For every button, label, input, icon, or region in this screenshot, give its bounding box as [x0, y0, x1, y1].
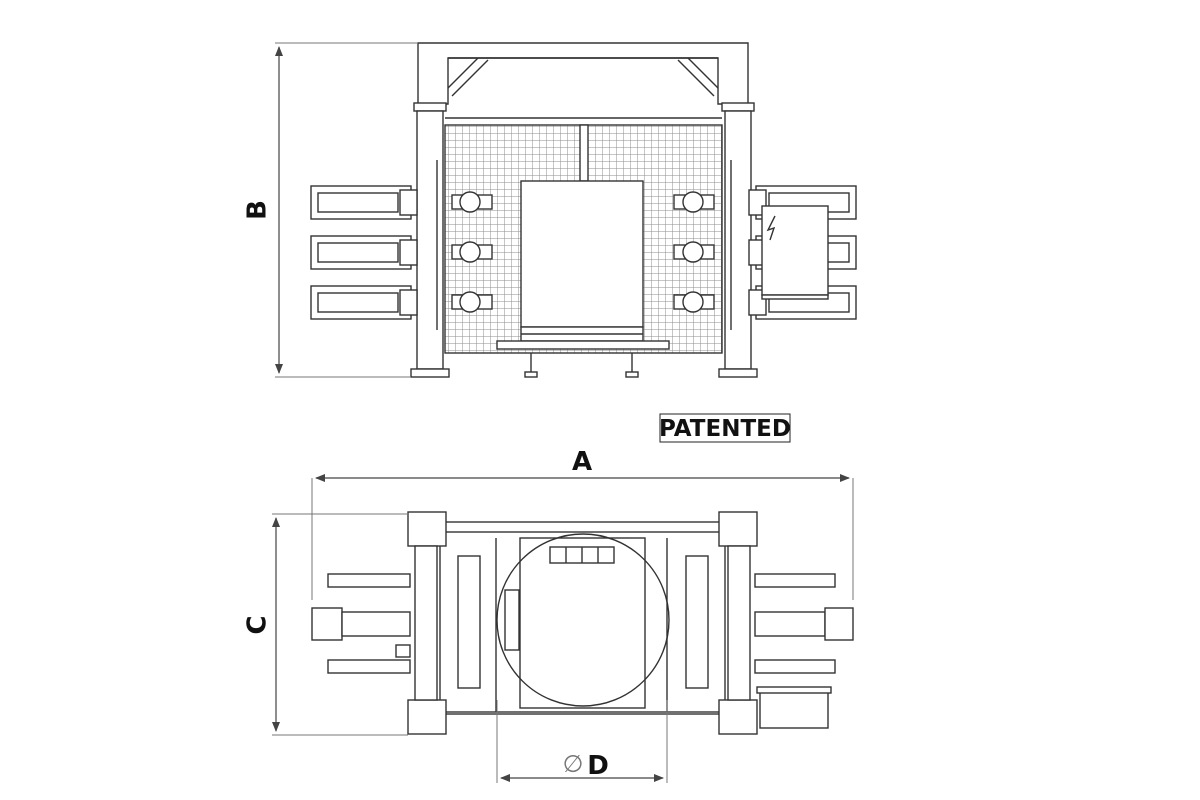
front-view	[310, 42, 857, 378]
dimension-c-label: C	[243, 615, 273, 634]
corner-brackets	[407, 511, 758, 735]
clamp-pads-right	[673, 191, 715, 313]
top-gantry	[417, 42, 749, 105]
center-opening	[520, 180, 644, 328]
leveling-foot-left	[524, 353, 538, 378]
patented-label: PATENTED	[659, 416, 791, 442]
patented-badge: PATENTED	[659, 413, 791, 443]
diameter-symbol: ∅	[563, 750, 584, 778]
leveling-foot-right	[625, 353, 639, 378]
plan-right-cylinders	[754, 573, 854, 674]
electrical-box-front	[761, 205, 829, 300]
dimension-a-label: A	[572, 447, 592, 477]
dimension-b: B	[243, 42, 418, 378]
dimension-c: C	[243, 513, 408, 736]
left-post	[410, 102, 450, 378]
plan-view	[311, 511, 854, 735]
left-cylinders	[310, 185, 418, 320]
dimension-a: A	[311, 447, 854, 600]
electrical-box-plan	[759, 691, 829, 729]
plan-left-cylinders	[311, 573, 411, 674]
dimension-d-label: D	[587, 751, 609, 781]
dimension-b-label: B	[243, 200, 273, 220]
dimension-d: ∅ D	[496, 700, 668, 783]
right-post	[718, 102, 758, 378]
clamp-pads-left	[451, 191, 493, 313]
turntable	[496, 533, 670, 707]
